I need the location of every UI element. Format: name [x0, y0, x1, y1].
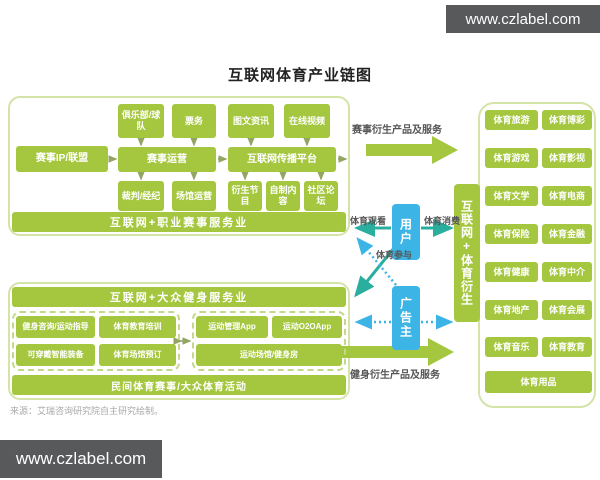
- box-sports-o2o-app: 运动O2OApp: [272, 316, 342, 338]
- box-sports-tourism: 体育旅游: [485, 110, 538, 130]
- box-sports-finance: 体育金融: [542, 224, 592, 244]
- pro-section-header: 互联网+职业赛事服务业: [12, 212, 346, 232]
- box-venue-booking: 体育场馆预订: [99, 344, 176, 366]
- box-club-team: 俱乐部/球队: [118, 104, 164, 138]
- advertiser-flow-arrows: [354, 237, 454, 330]
- diagram-title: 互联网体育产业链图: [227, 67, 372, 84]
- label-event-derivative-products: 赛事衍生产品及服务: [352, 125, 442, 136]
- source-note: 来源：艾瑞咨询研究院自主研究绘制。: [10, 406, 164, 416]
- box-event-operation: 赛事运营: [118, 147, 216, 172]
- box-sports-literature: 体育文学: [485, 186, 538, 206]
- label-sports-participation: 体育参与: [376, 250, 413, 260]
- box-sports-goods: 体育用品: [485, 371, 592, 393]
- box-advertiser: 广告主: [392, 286, 420, 350]
- box-user: 用户: [392, 204, 420, 260]
- box-media-platform: 互联网传播平台: [228, 147, 336, 172]
- box-sports-realestate: 体育地产: [485, 300, 538, 320]
- label-sports-consumption: 体育消费: [424, 216, 461, 226]
- box-sports-health: 体育健康: [485, 262, 538, 282]
- box-self-made-content: 自制内容: [266, 181, 300, 211]
- box-sports-ecommerce: 体育电商: [542, 186, 592, 206]
- event-derivative-arrow: [366, 136, 458, 164]
- watermark-top: www.czlabel.com: [446, 5, 600, 33]
- box-sports-lottery: 体育博彩: [542, 110, 592, 130]
- box-ticketing: 票务: [172, 104, 216, 138]
- box-fitness-consulting: 健身咨询/运动指导: [16, 316, 95, 338]
- pro-section-connectors: [108, 132, 348, 345]
- fitness-section-header: 互联网+大众健身服务业: [12, 287, 346, 307]
- fitness-derivative-arrow: [342, 338, 454, 366]
- box-sports-education: 体育教育: [542, 337, 592, 357]
- derivative-column-title-bar: 互联网+体育衍生: [454, 184, 480, 322]
- box-sports-intermediary: 体育中介: [542, 262, 592, 282]
- box-referee-agent: 裁判/经纪: [118, 181, 164, 211]
- box-graphic-news: 图文资讯: [228, 104, 274, 138]
- watermark-bottom: www.czlabel.com: [0, 440, 162, 478]
- box-event-ip: 赛事IP/联盟: [16, 146, 108, 172]
- user-flow-arrows: [354, 219, 454, 298]
- box-community-forum: 社区论坛: [304, 181, 338, 211]
- fitness-right-subpanel: [192, 311, 346, 371]
- box-online-video: 在线视频: [284, 104, 330, 138]
- box-sports-film-tv: 体育影视: [542, 148, 592, 168]
- label-fitness-derivative-products: 健身衍生产品及服务: [350, 370, 440, 381]
- box-sports-insurance: 体育保险: [485, 224, 538, 244]
- box-sports-music: 体育音乐: [485, 337, 538, 357]
- box-venue-operation: 场馆运营: [172, 181, 216, 211]
- box-sports-education-training: 体育教育培训: [99, 316, 176, 338]
- box-derivative-program: 衍生节目: [228, 181, 262, 211]
- label-sports-watching: 体育观看: [350, 216, 387, 226]
- box-sports-games: 体育游戏: [485, 148, 538, 168]
- box-sports-exhibition: 体育会展: [542, 300, 592, 320]
- box-wearable-smart-equipment: 可穿戴智能装备: [16, 344, 95, 366]
- folk-sports-events-bar: 民间体育赛事/大众体育活动: [12, 375, 346, 395]
- box-sports-venue-gym: 运动场馆/健身房: [196, 344, 342, 366]
- box-sports-management-app: 运动管理App: [196, 316, 268, 338]
